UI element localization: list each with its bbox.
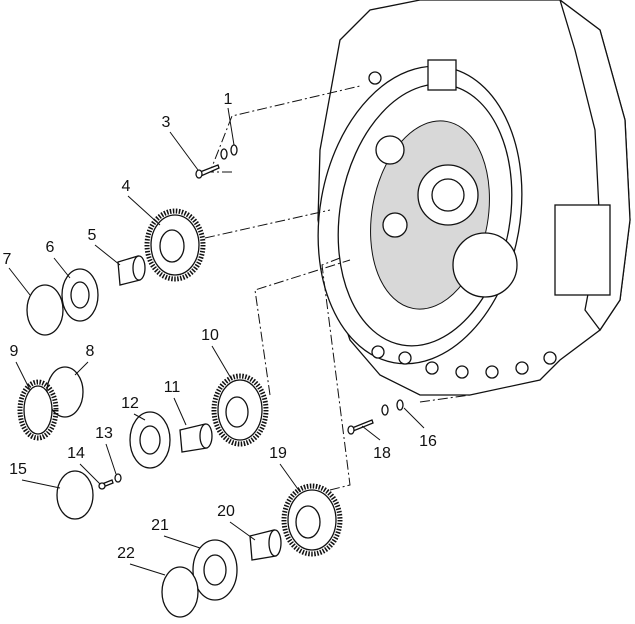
part-16-washer [381,399,404,416]
housing-boss [427,59,457,91]
part-14-bolt [98,479,114,490]
callout-20: 20 [217,503,235,520]
part-3-bolt [195,164,220,179]
callout-11: 11 [164,379,181,396]
callout-5: 5 [88,227,97,244]
callout-3: 3 [162,114,171,131]
part-13-washer [114,473,122,483]
leader-lines [8,107,425,576]
part-22-snap-ring [161,566,199,618]
callout-8: 8 [86,343,95,360]
callout-labels: 1 3 4 5 6 7 8 9 10 11 12 13 14 15 16 18 … [3,91,437,562]
callout-21: 21 [151,517,169,534]
alignment-lines [204,85,471,491]
valve-plate [554,204,611,296]
part-20-bushing [249,529,282,561]
part-10-gear [211,373,269,447]
part-21-bearing [192,539,238,601]
callout-10: 10 [201,327,219,344]
callout-6: 6 [46,239,55,256]
callout-13: 13 [95,425,113,442]
callout-19: 19 [269,445,287,462]
part-lockwasher-upper [220,148,228,160]
callout-15: 15 [9,461,27,478]
callout-16: 16 [419,433,437,450]
part-1-washer [230,144,238,156]
callout-18: 18 [373,445,391,462]
part-9-gear [17,379,59,441]
callout-22: 22 [117,545,135,562]
callout-1: 1 [224,91,233,108]
part-6-bearing [61,268,99,322]
part-15-snap-ring [56,470,94,520]
part-4-gear [144,208,206,282]
callout-12: 12 [121,395,139,412]
callout-4: 4 [122,178,131,195]
transmission-housing [317,0,631,396]
part-12-bearing [129,411,171,469]
callout-14: 14 [67,445,85,462]
part-7-snap-ring [26,284,64,336]
part-18-bolt [347,419,374,435]
housing-bolt-holes [368,71,557,379]
callout-7: 7 [3,251,12,268]
part-19-gear [281,483,343,557]
part-11-bushing [179,423,213,453]
callout-9: 9 [10,343,19,360]
part-5-bushing [117,255,146,286]
